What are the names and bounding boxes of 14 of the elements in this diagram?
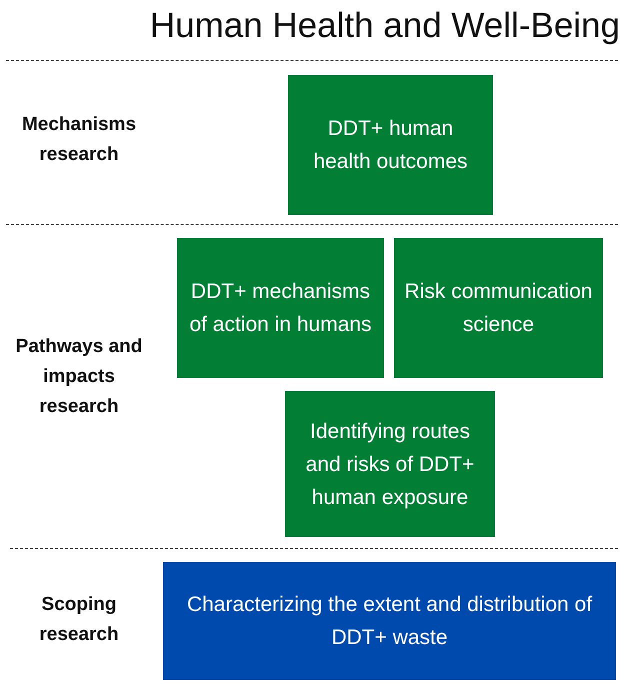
box-text: DDT+ human health outcomes <box>312 116 469 175</box>
row-label: Mechanisms research <box>20 113 138 167</box>
diagram-title: Human Health and Well-Being <box>150 6 620 46</box>
box-text: Characterizing the extent and distribution of DDT+ waste <box>186 592 594 651</box>
box-text: DDT+ mechanisms of action in humans <box>188 279 373 338</box>
box-text: Identifying routes and risks of DDT+ human exposure <box>304 418 476 510</box>
topic-box <box>177 238 384 378</box>
row-label: Scoping research <box>38 593 120 647</box>
box-text: Risk communication science <box>404 279 593 338</box>
topic-box <box>285 391 495 537</box>
topic-box <box>163 562 616 680</box>
topic-box <box>288 75 493 215</box>
topic-box <box>394 238 603 378</box>
row-label: Pathways and impacts research <box>14 335 144 419</box>
